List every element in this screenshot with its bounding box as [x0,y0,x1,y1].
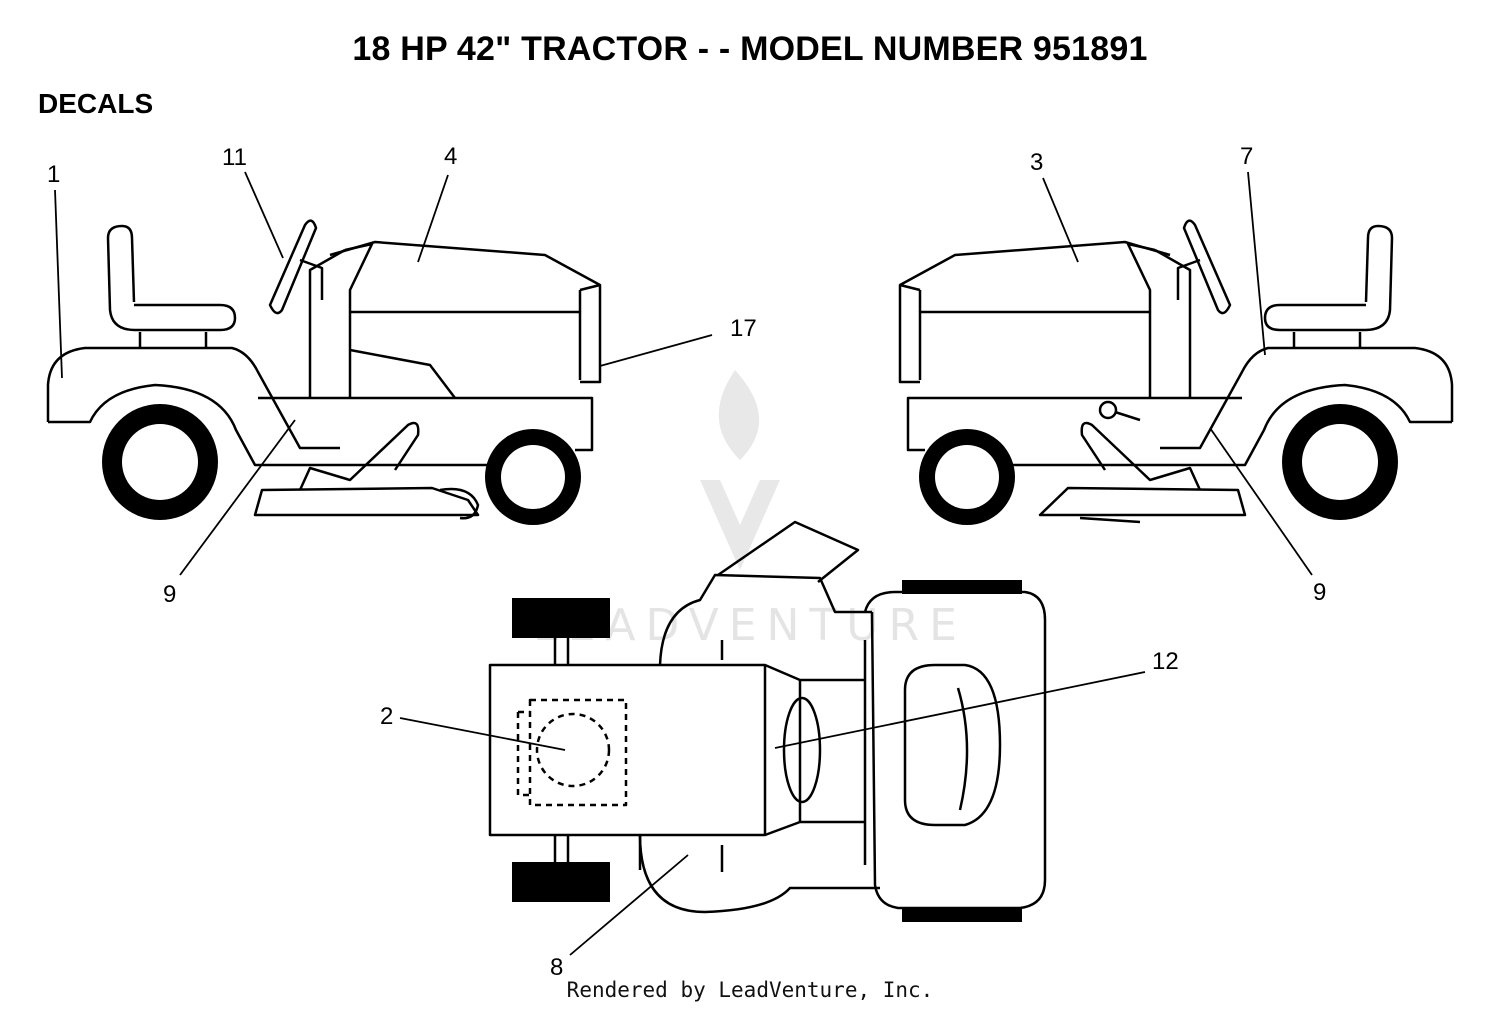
tractor-left-side-view [46,219,602,525]
callout-8: 8 [550,954,563,981]
leader-lines [54,171,1313,956]
tractor-top-view [488,520,1047,922]
watermark-logo [700,370,780,570]
callout-9-right: 9 [1313,579,1326,606]
callout-1: 1 [47,161,60,188]
callout-7: 7 [1240,143,1253,170]
callout-9-left: 9 [163,581,176,608]
callout-4: 4 [444,143,457,170]
callout-3: 3 [1030,149,1043,176]
footer-credit: Rendered by LeadVenture, Inc. [566,978,934,1002]
section-heading: DECALS [38,88,154,119]
callout-2: 2 [380,703,393,730]
diagram-title: 18 HP 42" TRACTOR - - MODEL NUMBER 95189… [352,30,1148,68]
callout-11: 11 [222,144,247,171]
callout-12: 12 [1152,648,1179,675]
tractor-right-side-view [898,219,1454,525]
callout-17: 17 [730,315,757,342]
